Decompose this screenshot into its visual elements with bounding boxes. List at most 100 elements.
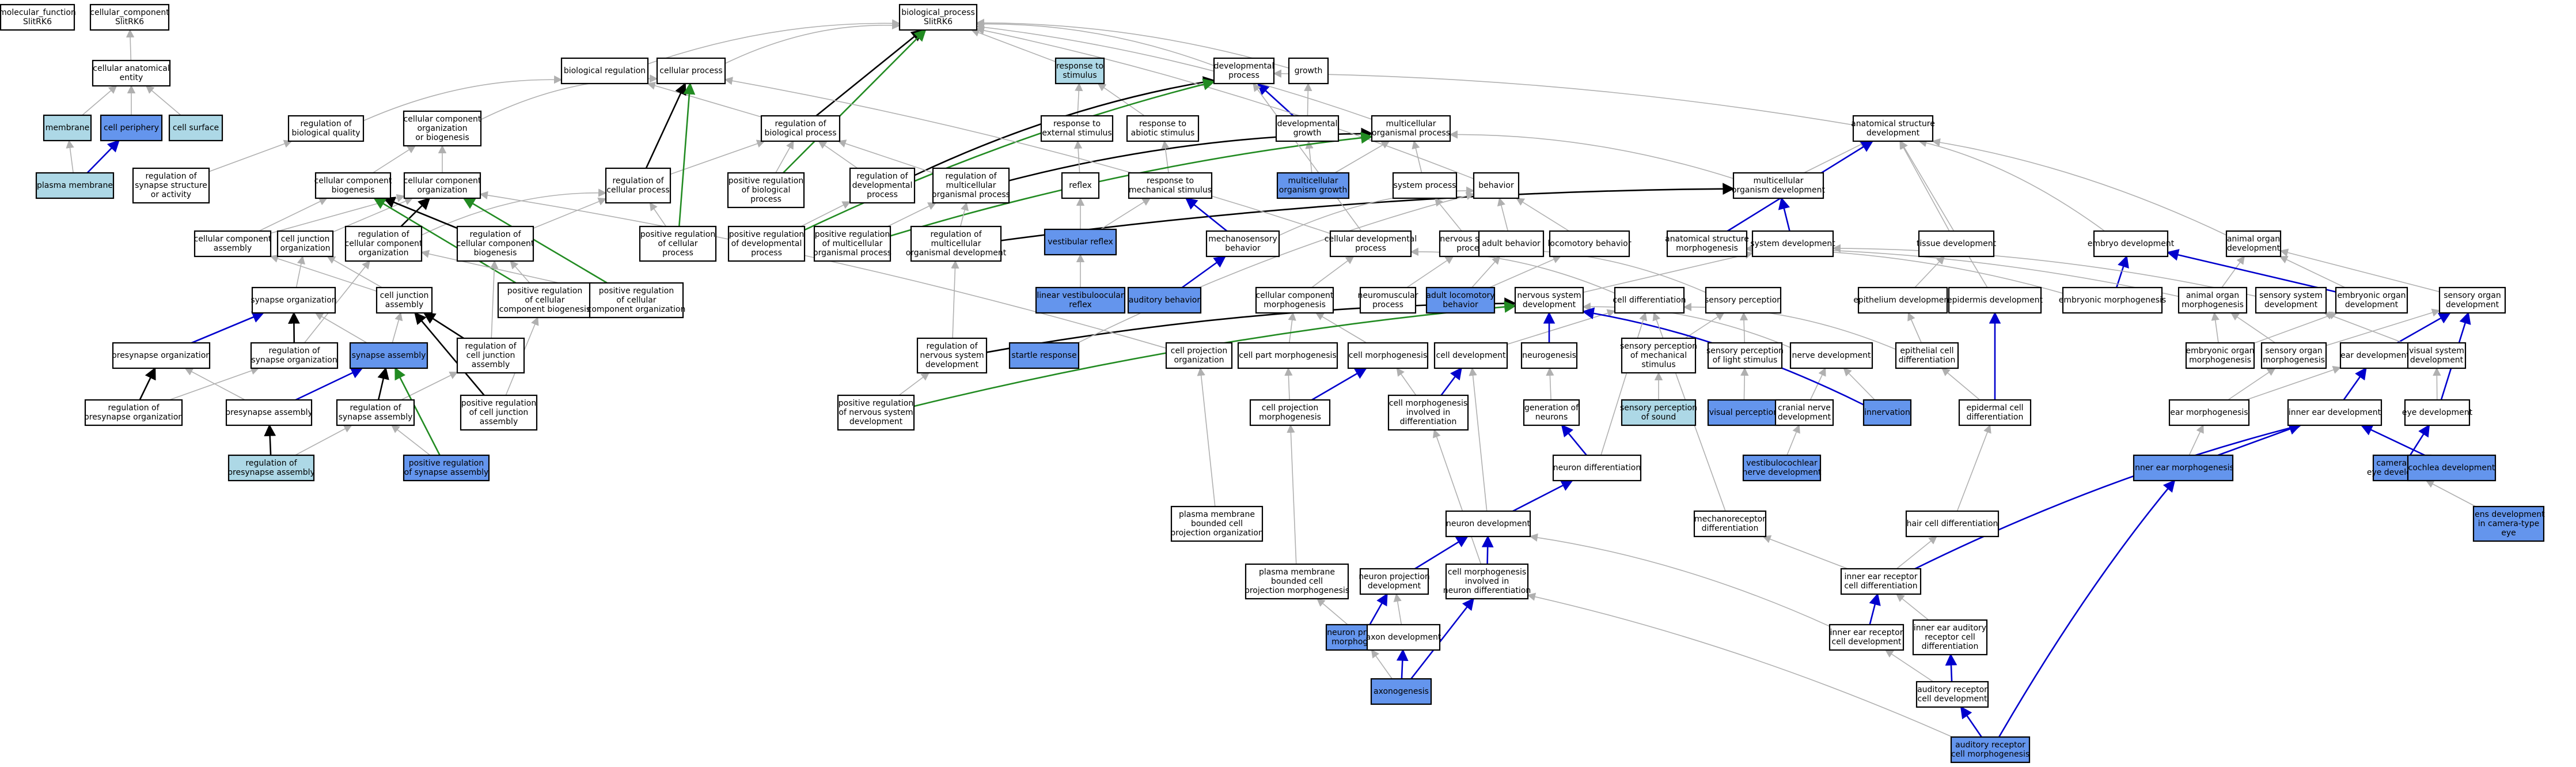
go-term-box xyxy=(2133,454,2234,482)
go-term-label: neurons xyxy=(1535,413,1568,422)
go-term-label: axon development xyxy=(1366,633,1441,642)
edge-black xyxy=(414,312,485,396)
edge-gray xyxy=(2279,256,2346,288)
go-term-label: visual perception xyxy=(1709,408,1778,417)
go-term-label: regulation of xyxy=(145,172,197,181)
go-term-label: differentiation xyxy=(1400,417,1457,426)
go-term-label: organismal process xyxy=(813,248,891,258)
go-term-label: cell periphery xyxy=(104,123,159,133)
go-term-reflex: reflex xyxy=(1061,172,1100,199)
go-term-label: multicellular xyxy=(1386,119,1436,129)
go-term-label: of synapse assembly xyxy=(404,468,489,477)
go-term-label: sensory perception xyxy=(1706,346,1784,356)
go-term-box xyxy=(2177,286,2248,314)
edge-gray xyxy=(1843,367,1876,400)
go-term-label: morphogenesis xyxy=(1264,300,1326,309)
go-term-label: biogenesis xyxy=(474,248,517,258)
go-term-box xyxy=(1127,286,1202,314)
go-term-label: sensory organ xyxy=(2444,291,2501,300)
go-term-label: synapse assembly xyxy=(352,351,426,360)
go-term-locobeh: locomotory behavior xyxy=(1548,230,1632,258)
edge-gray xyxy=(1100,198,1151,230)
go-term-label: neuron differentiation xyxy=(1553,463,1641,473)
go-term-label: SlitRK6 xyxy=(924,17,953,27)
edge-gray xyxy=(295,425,352,456)
go-term-label: differentiation xyxy=(1702,524,1759,533)
edge-gray xyxy=(970,28,1056,62)
go-term-label: component organization xyxy=(587,305,686,314)
go-term-box xyxy=(1552,454,1642,482)
edge-layer xyxy=(66,18,2476,738)
edge-gray xyxy=(1075,82,1083,116)
edge-gray xyxy=(976,20,1215,66)
go-term-label: generation of xyxy=(1524,403,1579,413)
go-term-visperc: visual perception xyxy=(1707,399,1781,426)
go-term-box xyxy=(168,114,223,142)
edge-gray xyxy=(373,145,416,173)
go-term-box xyxy=(2062,286,2163,314)
go-term-label: behavior xyxy=(1478,181,1514,190)
edge-gray xyxy=(1311,256,1355,288)
edge-gray xyxy=(887,202,937,227)
go-term-box xyxy=(2225,230,2282,258)
go-term-cochleadev: cochlea development xyxy=(2407,454,2497,482)
edge-blue xyxy=(1561,424,1587,456)
go-term-box xyxy=(287,115,365,142)
go-term-label: bounded cell xyxy=(1271,577,1323,586)
go-term-box xyxy=(456,337,525,374)
edge-gray xyxy=(2279,248,2440,293)
go-term-biolreg: biological regulation xyxy=(560,57,649,85)
edge-gray xyxy=(647,19,901,65)
go-term-label: development xyxy=(849,417,903,426)
go-term-cellpartmorph: cell part morphogenesis xyxy=(1237,342,1338,369)
go-term-label: cell surface xyxy=(173,123,219,133)
go-term-label: startle response xyxy=(1011,351,1076,360)
go-term-label: positive regulation xyxy=(599,286,674,296)
go-term-label: differentiation xyxy=(1899,356,1956,365)
go-term-box xyxy=(1707,342,1783,369)
go-term-label: development xyxy=(1523,300,1576,309)
go-term-label: of cellular xyxy=(658,239,697,248)
edge-blue xyxy=(2409,424,2430,456)
edge-gray xyxy=(1287,424,1297,565)
edge-gray xyxy=(1406,256,1454,288)
go-term-label: presynapse assembly xyxy=(225,408,313,417)
edge-gray xyxy=(533,198,607,229)
go-term-box xyxy=(1213,57,1275,85)
go-term-label: plasma membrane xyxy=(1259,568,1335,577)
edge-black xyxy=(382,197,458,229)
edge-gray xyxy=(2228,368,2276,400)
edge-gray xyxy=(1956,424,1991,512)
go-term-label: biogenesis xyxy=(332,186,375,195)
edge-blue xyxy=(1914,422,2302,570)
edge-gray xyxy=(259,198,328,232)
go-term-box xyxy=(605,167,671,204)
go-term-label: cell morphogenesis xyxy=(1349,351,1427,360)
go-term-box xyxy=(656,57,726,85)
go-term-box xyxy=(1359,286,1417,314)
go-term-label: SlitRK6 xyxy=(115,17,144,27)
go-term-box xyxy=(1329,230,1412,258)
edge-blue xyxy=(1311,367,1368,401)
go-term-label: of cellular xyxy=(525,296,564,305)
go-term-box xyxy=(1523,399,1580,426)
go-term-label: positive regulation xyxy=(409,459,484,468)
go-term-label: cell projection xyxy=(1171,346,1227,356)
go-term-box xyxy=(1751,230,1834,258)
go-term-label: epidermal cell xyxy=(1966,403,2023,413)
go-term-box xyxy=(2168,399,2250,426)
go-term-box xyxy=(2093,230,2169,258)
go-term-label: reflex xyxy=(1069,300,1092,309)
